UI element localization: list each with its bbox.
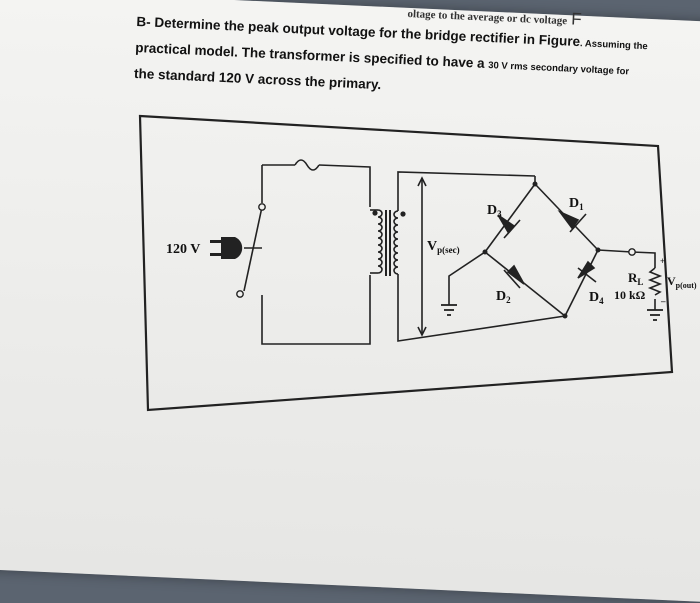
diode-d4 (577, 260, 597, 283)
output-top-wire (597, 249, 656, 268)
secondary-dot (400, 211, 406, 217)
primary-wire-right (318, 164, 371, 207)
load-resistor-value: 10 kΩ (614, 288, 646, 302)
switch-terminal-top (258, 203, 266, 211)
diode-d4-label: D4 (589, 290, 604, 306)
diode-d3 (497, 214, 521, 239)
bridge-rectifier-figure: 120 V Vp(sec) D3 D1 D2 D4 RL 10 kΩ Vp(ou… (138, 114, 697, 412)
diode-d2-label: D2 (496, 289, 511, 305)
primary-coil (377, 209, 383, 274)
bridge-left-top (484, 183, 536, 253)
switch-terminal-bottom (236, 290, 244, 298)
ground-symbol-left (441, 304, 457, 316)
plug-icon (210, 237, 243, 259)
load-resistor (647, 267, 663, 296)
diode-d2 (503, 264, 525, 289)
secondary-voltage-label: Vp(sec) (427, 239, 460, 255)
secondary-coil (393, 210, 399, 275)
diode-d1 (557, 210, 587, 233)
figure-frame (138, 114, 674, 412)
ground-wire-left (448, 251, 486, 305)
secondary-bottom-wire (397, 274, 566, 342)
secondary-top-wire (397, 171, 536, 211)
output-minus-sign: – (660, 296, 666, 306)
ground-symbol-right (647, 309, 663, 321)
output-plus-sign: + (660, 256, 665, 266)
primary-dot (372, 210, 378, 216)
diode-d3-label: D3 (487, 203, 502, 219)
output-voltage-label: Vp(out) (667, 274, 697, 290)
input-voltage-label: 120 V (166, 242, 200, 257)
primary-wire-left-bottom (261, 275, 371, 345)
bridge-bottom-left (484, 251, 566, 317)
switch-line (243, 206, 263, 292)
load-resistor-label: RL (628, 270, 643, 287)
diode-d1-label: D1 (569, 196, 584, 212)
output-terminal (628, 248, 636, 256)
bridge-right-bottom (564, 249, 599, 317)
fuse-symbol (294, 159, 320, 171)
